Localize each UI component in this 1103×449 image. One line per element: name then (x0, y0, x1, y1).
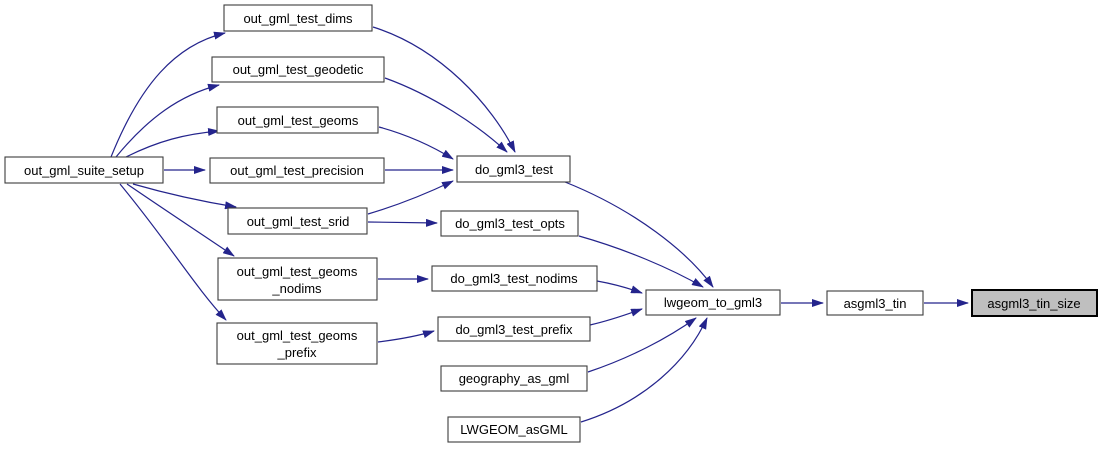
node-out_gml_test_geoms_prefix[interactable]: out_gml_test_geoms _prefix (216, 322, 378, 365)
node-label: out_gml_test_geodetic (233, 62, 364, 77)
node-box[interactable] (440, 210, 579, 237)
node-label: do_gml3_test_nodims (450, 271, 578, 286)
node-box[interactable] (223, 4, 373, 32)
node-label-line1: out_gml_test_geoms (237, 328, 358, 343)
node-box[interactable] (216, 322, 378, 365)
node-box[interactable] (227, 207, 368, 235)
edge-out_gml_suite_setup-to-out_gml_test_geoms (125, 127, 220, 158)
node-out_gml_test_dims[interactable]: out_gml_test_dims (223, 4, 373, 32)
node-box[interactable] (431, 265, 598, 292)
node-label: LWGEOM_asGML (460, 422, 567, 437)
node-do_gml3_test_opts[interactable]: do_gml3_test_opts (440, 210, 579, 237)
node-out_gml_test_geoms[interactable]: out_gml_test_geoms (216, 106, 379, 134)
node-box[interactable] (456, 155, 571, 183)
node-out_gml_suite_setup[interactable]: out_gml_suite_setup (4, 156, 164, 184)
edge-out_gml_test_geoms-to-do_gml3_test (378, 126, 454, 160)
edge-out_gml_test_geodetic-to-do_gml3_test (384, 77, 508, 153)
edge-do_gml3_test_opts-to-lwgeom_to_gml3 (578, 235, 704, 288)
node-label: do_gml3_test (475, 162, 553, 177)
node-lwgeom_to_gml3[interactable]: lwgeom_to_gml3 (645, 289, 781, 316)
edge-do_gml3_test_prefix-to-lwgeom_to_gml3 (589, 308, 643, 326)
edge-out_gml_test_srid-to-do_gml3_test_opts (367, 218, 438, 227)
edge-geography_as_gml-to-lwgeom_to_gml3 (587, 317, 697, 373)
edge-out_gml_test_srid-to-do_gml3_test (367, 180, 454, 215)
edge-out_gml_suite_setup-to-out_gml_test_geoms_nodims (126, 183, 235, 257)
node-box[interactable] (216, 106, 379, 134)
node-label: do_gml3_test_prefix (455, 322, 573, 337)
node-box (971, 289, 1098, 317)
node-out_gml_test_precision[interactable]: out_gml_test_precision (209, 157, 385, 184)
nodes-layer: out_gml_suite_setup out_gml_test_dims ou… (4, 4, 1098, 443)
node-asgml3_tin[interactable]: asgml3_tin (826, 290, 924, 316)
node-do_gml3_test_nodims[interactable]: do_gml3_test_nodims (431, 265, 598, 292)
node-label: asgml3_tin_size (987, 296, 1080, 311)
node-label: out_gml_test_geoms (238, 113, 359, 128)
edge-do_gml3_test-to-lwgeom_to_gml3 (564, 181, 714, 288)
node-box[interactable] (447, 416, 581, 443)
node-do_gml3_test[interactable]: do_gml3_test (456, 155, 571, 183)
node-label-line2: _prefix (276, 345, 317, 360)
node-out_gml_test_geodetic[interactable]: out_gml_test_geodetic (211, 56, 385, 83)
edge-do_gml3_test_nodims-to-lwgeom_to_gml3 (596, 280, 643, 294)
node-geography_as_gml[interactable]: geography_as_gml (440, 365, 588, 392)
node-label-line2: _nodims (271, 281, 322, 296)
node-box[interactable] (440, 365, 588, 392)
node-label: geography_as_gml (459, 371, 570, 386)
node-label: do_gml3_test_opts (455, 216, 565, 231)
node-box[interactable] (437, 316, 591, 342)
node-label: lwgeom_to_gml3 (664, 295, 762, 310)
node-box[interactable] (211, 56, 385, 83)
edge-out_gml_test_dims-to-do_gml3_test (372, 26, 516, 153)
edge-out_gml_suite_setup-to-out_gml_test_srid (132, 183, 237, 210)
node-box[interactable] (645, 289, 781, 316)
node-label: out_gml_test_srid (247, 214, 350, 229)
node-box[interactable] (4, 156, 164, 184)
node-label: asgml3_tin (844, 296, 907, 311)
node-LWGEOM_asGML[interactable]: LWGEOM_asGML (447, 416, 581, 443)
node-box[interactable] (826, 290, 924, 316)
node-box[interactable] (217, 257, 378, 301)
node-label: out_gml_test_precision (230, 163, 364, 178)
node-label-line1: out_gml_test_geoms (237, 264, 358, 279)
edges-layer (110, 26, 969, 423)
edge-out_gml_suite_setup-to-out_gml_test_dims (110, 31, 226, 158)
node-out_gml_test_srid[interactable]: out_gml_test_srid (227, 207, 368, 235)
node-asgml3_tin_size: asgml3_tin_size (971, 289, 1098, 317)
edge-LWGEOM_asGML-to-lwgeom_to_gml3 (580, 317, 708, 423)
node-do_gml3_test_prefix[interactable]: do_gml3_test_prefix (437, 316, 591, 342)
edge-out_gml_suite_setup-to-out_gml_test_geodetic (115, 83, 220, 158)
node-box[interactable] (209, 157, 385, 184)
edge-out_gml_test_geoms_prefix-to-do_gml3_test_prefix (377, 330, 435, 343)
node-label: out_gml_test_dims (243, 11, 353, 26)
node-label: out_gml_suite_setup (24, 163, 144, 178)
node-out_gml_test_geoms_nodims[interactable]: out_gml_test_geoms _nodims (217, 257, 378, 301)
edge-out_gml_suite_setup-to-out_gml_test_geoms_prefix (119, 183, 227, 321)
